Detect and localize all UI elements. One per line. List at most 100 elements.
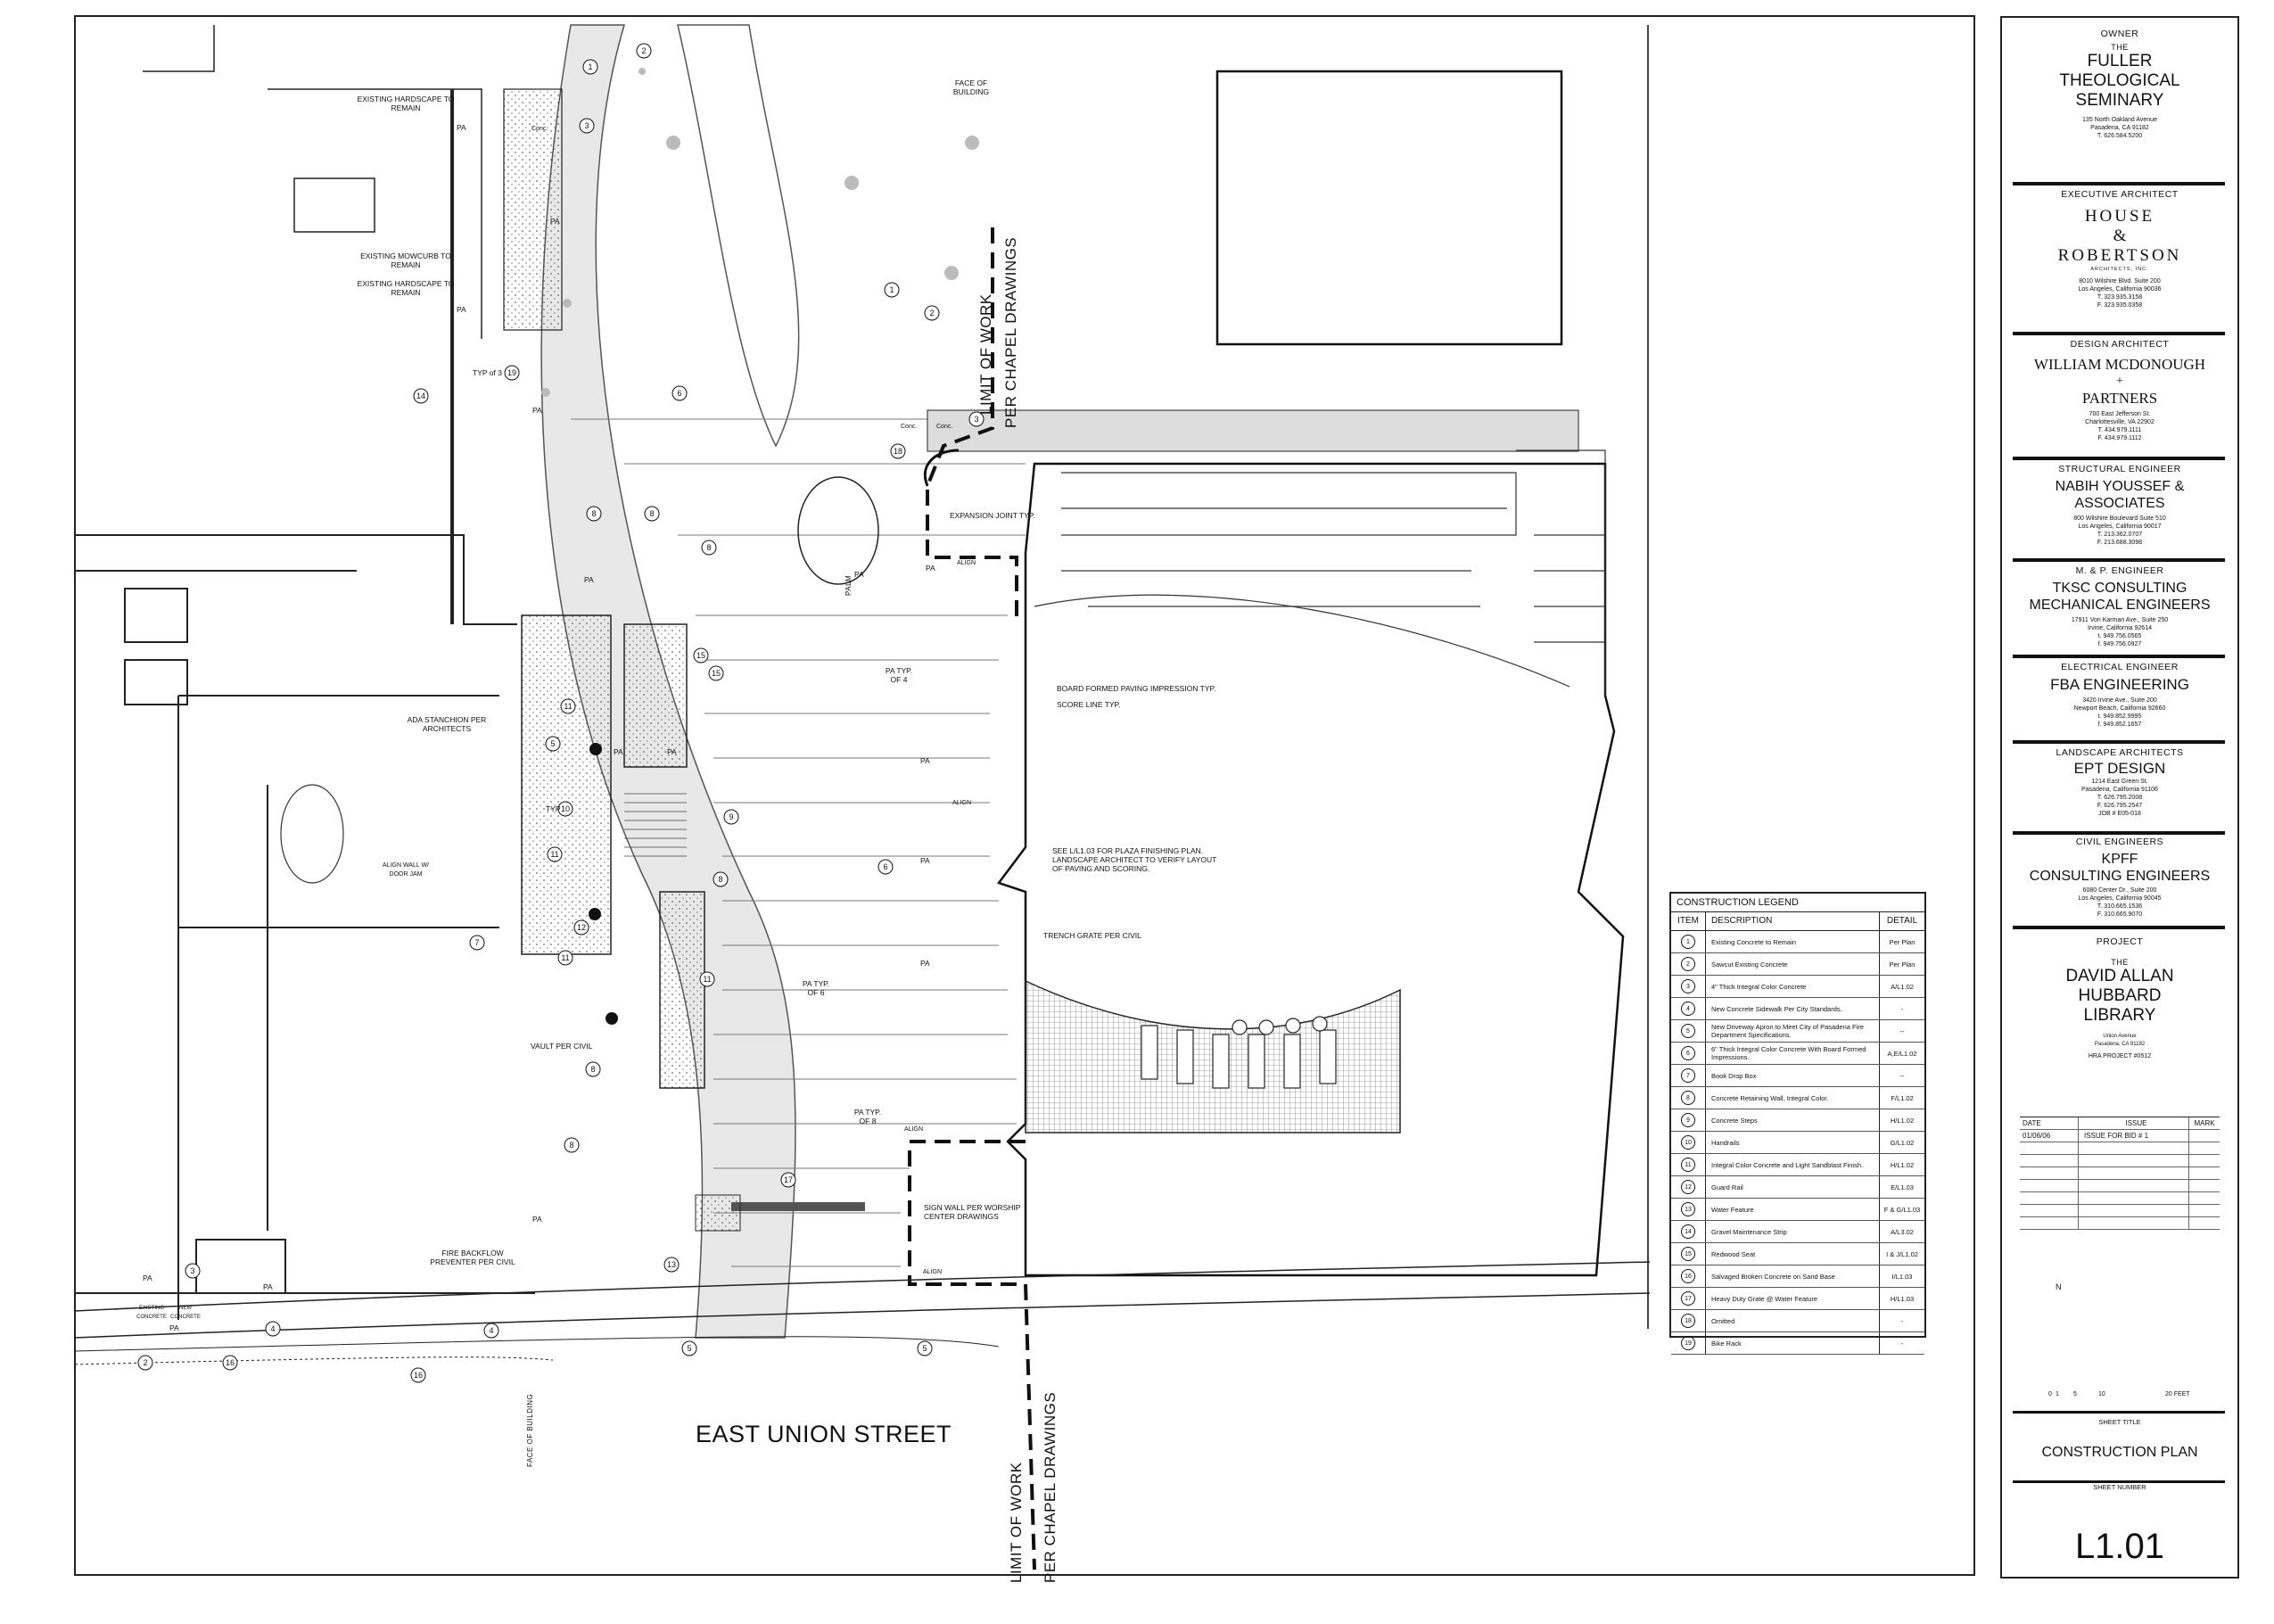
align-label: ALIGN <box>904 1126 924 1133</box>
pa-label: PA <box>263 1282 273 1291</box>
issue-row-empty <box>2020 1180 2220 1192</box>
mep-address: 17911 Von Karman Ave., Suite 250 Irvine,… <box>2002 616 2237 648</box>
address-line: Union Avenue <box>2103 1034 2137 1039</box>
legend-detail: H/L1.02 <box>1890 1116 1915 1125</box>
sheet-title-label: SHEET TITLE <box>2098 1418 2141 1426</box>
civil-name-1: KPFF <box>2101 852 2138 867</box>
project-block: PROJECT THE DAVID ALLAN HUBBARD LIBRARY … <box>2002 936 2237 1060</box>
civil-name-2: CONSULTING ENGINEERS <box>2029 869 2211 884</box>
divider <box>2013 1411 2225 1414</box>
legend-row: 6 6" Thick Integral Color Concrete With B… <box>1671 1043 1924 1065</box>
pa-label: PA <box>532 406 542 415</box>
legend-detail: -- <box>1899 1071 1905 1080</box>
address-line: JOB # E05-018 <box>2098 811 2141 817</box>
struct-address: 800 Wilshire Boulevard Suite 510 Los Ang… <box>2002 515 2237 547</box>
svg-text:15: 15 <box>712 669 721 678</box>
legend-description: New Concrete Sidewalk Per City Standards… <box>1706 998 1880 1019</box>
address-line: Pasadena, CA 91182 <box>2094 1042 2146 1047</box>
legend-item-cell: 15 <box>1671 1243 1706 1265</box>
legend-detail: I & J/L1.02 <box>1886 1249 1918 1258</box>
svg-text:2: 2 <box>143 1358 147 1367</box>
address-line: T. 626.795.2008 <box>2097 795 2143 801</box>
legend-detail: - <box>1900 1339 1904 1348</box>
sheet-number-label: SHEET NUMBER <box>2093 1483 2146 1491</box>
legend-description: Heavy Duty Grate @ Water Feature <box>1706 1288 1880 1309</box>
address-line: Newport Beach, California 92660 <box>2073 705 2166 712</box>
legend-description: Omitted <box>1706 1310 1880 1331</box>
svg-text:14: 14 <box>416 392 425 400</box>
address-line: Los Angeles, California 90036 <box>2078 286 2162 293</box>
legend-item-number: 1 <box>1681 935 1695 949</box>
legend-item-cell: 17 <box>1671 1288 1706 1309</box>
scale-tick: 10 <box>2098 1391 2105 1397</box>
ada-stanchion-label: ADA STANCHION PER ARCHITECTS <box>407 715 487 733</box>
owner-name-2: THEOLOGICAL <box>2059 71 2180 90</box>
typ-of-3-label: TYP of 3 <box>473 368 502 377</box>
legend-item-cell: 5 <box>1671 1020 1706 1042</box>
legend-col-description: DESCRIPTION <box>1706 912 1880 930</box>
legend-item-number: 6 <box>1681 1046 1695 1060</box>
legend-description: Sawcut Existing Concrete <box>1706 953 1880 975</box>
legend-item-number: 15 <box>1681 1247 1695 1261</box>
issue-col-mark: MARK <box>2194 1119 2215 1127</box>
svg-text:8: 8 <box>591 509 596 518</box>
legend-item-cell: 4 <box>1671 998 1706 1019</box>
legend-item-number: 19 <box>1681 1336 1695 1350</box>
new-concrete-label: NEW CONCRETE <box>170 1306 201 1320</box>
address-line: 800 Wilshire Boulevard Suite 510 <box>2073 515 2166 522</box>
electrical-engineer-block: ELECTRICAL ENGINEER FBA ENGINEERING 3420… <box>2002 662 2237 729</box>
legend-detail: A,E/L1.02 <box>1887 1049 1917 1058</box>
elec-role: ELECTRICAL ENGINEER <box>2061 662 2179 672</box>
legend-item-number: 5 <box>1681 1024 1695 1038</box>
divider <box>2013 655 2225 658</box>
issue-table: DATE ISSUE MARK 01/06/06 ISSUE FOR BID #… <box>2020 1117 2220 1230</box>
design-role: DESIGN ARCHITECT <box>2070 339 2170 350</box>
address-line: Pasadena, California 91106 <box>2081 787 2158 793</box>
legend-detail: A/L1.02 <box>1891 982 1914 991</box>
pa-typ-label: PA TYP. OF 6 <box>802 979 830 997</box>
legend-item-cell: 1 <box>1671 931 1706 952</box>
svg-text:16: 16 <box>226 1358 235 1367</box>
legend-col-detail: DETAIL <box>1886 916 1918 926</box>
legend-item-cell: 9 <box>1671 1109 1706 1131</box>
legend-detail: -- <box>1899 1026 1905 1035</box>
issue-col-date: DATE <box>2020 1117 2079 1129</box>
address-line: 3420 Irvine Ave., Suite 200 <box>2082 697 2157 704</box>
issue-row-empty <box>2020 1142 2220 1155</box>
divider <box>2013 182 2225 185</box>
address-line: Irvine, California 92614 <box>2088 625 2152 631</box>
legend-item-cell: 7 <box>1671 1065 1706 1086</box>
existing-concrete-label: EXISTING CONCRETE <box>136 1306 167 1320</box>
trench-grate-label: TRENCH GRATE PER CIVIL <box>1043 931 1141 940</box>
pa-label: PA <box>457 305 466 314</box>
existing-hardscape-label: EXISTING HARDSCAPE TO REMAIN <box>357 279 455 297</box>
address-line: Pasadena, CA 91182 <box>2090 125 2149 131</box>
svg-text:8: 8 <box>706 543 711 552</box>
limit-of-work-label: PER CHAPEL DRAWINGS <box>1042 1391 1059 1583</box>
project-name-1: DAVID ALLAN <box>2065 967 2174 985</box>
sign-wall-label: SIGN WALL PER WORSHIP CENTER DRAWINGS <box>924 1203 1021 1221</box>
svg-text:10: 10 <box>561 804 570 813</box>
pa-label: PA <box>584 575 594 584</box>
scale-tick: 0 <box>2048 1391 2052 1397</box>
address-line: T. 310.665.1536 <box>2097 903 2143 910</box>
owner-name-1: FULLER <box>2087 52 2153 70</box>
scale-tick: 20 FEET <box>2165 1391 2190 1397</box>
svg-text:2: 2 <box>929 309 934 317</box>
legend-item-number: 7 <box>1681 1068 1695 1083</box>
svg-text:16: 16 <box>414 1371 423 1380</box>
legend-description: Existing Concrete to Remain <box>1706 931 1880 952</box>
legend-detail: G/L1.02 <box>1890 1138 1915 1147</box>
civil-role: CIVIL ENGINEERS <box>2075 837 2164 847</box>
struct-name-1: NABIH YOUSSEF & <box>2055 479 2185 494</box>
legend-description: 6" Thick Integral Color Concrete With Bo… <box>1706 1043 1880 1064</box>
existing-mowcurb-label: EXISTING MOWCURB TO REMAIN <box>360 251 451 269</box>
